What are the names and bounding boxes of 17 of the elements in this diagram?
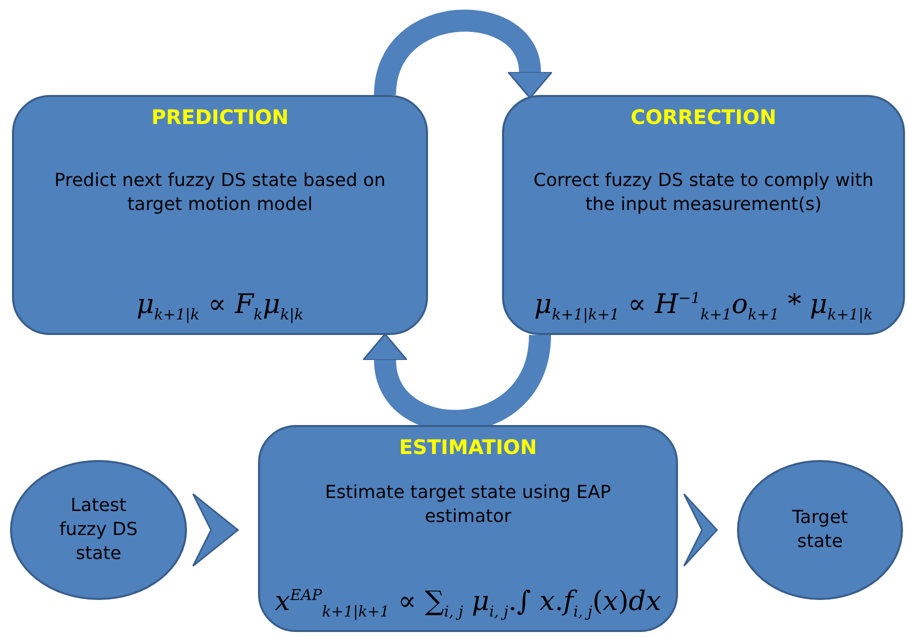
formula: μ$_{k+1|k+1}$ ∝ H$^{−1}$$_{k+1}$o$_{k+1}$ *μ$_{k+1|k}$ <box>534 288 873 323</box>
heading: PREDICTION <box>151 105 289 129</box>
description: Estimate target state using EAP estimator <box>324 481 612 530</box>
formula: μ$_{k+1|k}$ ∝ F$_{k}$μ$_{k|k}$ <box>136 288 304 323</box>
description: Predict next fuzzy DS state based on target motion model <box>53 169 387 218</box>
heading: ESTIMATION <box>399 435 537 459</box>
node-label: Latest fuzzy DS state <box>58 494 139 566</box>
chevron-arrow <box>683 493 718 567</box>
node-label: Target state <box>791 506 849 554</box>
description: Correct fuzzy DS state to comply with the input measurement(s) <box>532 169 874 218</box>
curved-arrow <box>374 10 552 98</box>
process-box <box>12 95 428 335</box>
process-box <box>258 425 678 632</box>
chevron-arrow <box>192 493 240 567</box>
formula: x$^{EAP}$$_{k+1|k+1}$ ∝ ∑$_{i, j}$ μ$_{i, j}$.∫ x.f$_{i, j}$(x)dx <box>274 586 662 620</box>
heading: CORRECTION <box>630 105 776 129</box>
process-box <box>502 95 905 335</box>
